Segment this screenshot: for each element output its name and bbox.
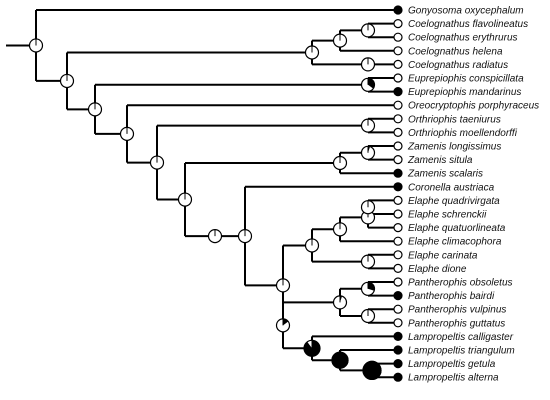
tip-marker: [393, 277, 403, 287]
node-coel: [304, 45, 320, 60]
tip-marker: [393, 304, 403, 314]
tip-label: Coelognathus erythrurus: [408, 33, 518, 44]
tip-label: Elaphe quatuorlineata: [408, 223, 506, 234]
node-pan_b: [360, 308, 376, 324]
node-filled-fill: [331, 351, 349, 369]
tip-marker: [393, 223, 403, 233]
tip-marker: [393, 182, 403, 192]
node-coel_a: [332, 33, 348, 48]
tip-label: Coelognathus helena: [408, 46, 503, 57]
node-ela2: [360, 254, 376, 269]
node-filled-slice: [368, 146, 371, 153]
tip-label: Pantherophis vulpinus: [408, 305, 506, 316]
tip-label: Zamenis scalaris: [407, 169, 483, 180]
node-n2: [87, 102, 103, 117]
branches: [6, 9, 398, 379]
tip-label: Orthriophis moellendorffi: [408, 128, 518, 139]
tip-label: Pantherophis bairdi: [408, 291, 495, 302]
tip-label: Elaphe dione: [408, 264, 467, 275]
tip-marker: [393, 73, 403, 83]
tip-marker: [393, 46, 403, 56]
tip-label: Coelognathus radiatus: [408, 60, 508, 71]
node-n7: [237, 229, 253, 244]
tip-label: Lampropeltis getula: [408, 359, 496, 370]
tip-label: Coronella austriaca: [408, 182, 495, 193]
tip-marker: [393, 209, 403, 219]
node-zam_a: [360, 145, 376, 160]
tip-marker: [393, 318, 403, 328]
tip-marker: [393, 331, 403, 341]
node-filled-slice: [368, 78, 375, 89]
tip-label: Elaphe quadrivirgata: [408, 196, 500, 207]
node-filled-slice: [368, 282, 375, 291]
node-n4: [149, 155, 165, 170]
tip-label: Euprepiophis conspicillata: [408, 74, 524, 85]
tip-marker: [393, 291, 403, 301]
tip-label: Oreocryptophis porphyraceus: [408, 101, 539, 112]
tip-marker: [393, 32, 403, 42]
tip-marker: [393, 263, 403, 273]
node-eup: [360, 77, 376, 92]
node-n5: [177, 192, 193, 207]
tip-marker: [393, 59, 403, 70]
tip-marker: [393, 155, 403, 165]
tip-label: Lampropeltis triangulum: [408, 346, 515, 357]
node-root: [28, 38, 44, 53]
tip-label: Elaphe climacophora: [408, 237, 502, 248]
node-filled-slice: [283, 318, 289, 326]
node-pan: [332, 295, 348, 310]
tip-marker: [393, 114, 403, 124]
node-n3: [119, 126, 135, 141]
tip-marker: [393, 236, 403, 246]
tip-marker: [393, 19, 403, 29]
tip-marker: [393, 100, 403, 110]
node-ela1: [332, 222, 348, 237]
node-lam_a: [331, 351, 349, 369]
tip-label: Pantherophis guttatus: [408, 318, 505, 329]
node-pan_a: [360, 281, 376, 296]
node-n1: [59, 73, 75, 89]
tip-label: Lampropeltis alterna: [408, 373, 499, 384]
tip-marker: [393, 127, 403, 137]
tip-marker: [393, 372, 403, 382]
tip-marker: [393, 86, 403, 97]
node-lam: [303, 339, 321, 357]
node-coel_c: [360, 57, 376, 72]
tip-marker: [393, 195, 403, 205]
node-filled-fill: [362, 360, 382, 380]
tip-marker: [393, 345, 403, 355]
tip-label: Elaphe schrenckii: [408, 210, 487, 221]
node-coel_b: [360, 23, 376, 38]
tip-label: Euprepiophis mandarinus: [408, 87, 521, 98]
node-n6: [207, 229, 223, 244]
tip-marker: [393, 359, 403, 369]
node-orth: [360, 118, 376, 133]
tip-label: Pantherophis obsoletus: [408, 278, 513, 289]
tip-label: Gonyosoma oxycephalum: [408, 6, 524, 17]
node-n8: [275, 278, 291, 293]
tip-label: Zamenis longissimus: [407, 142, 501, 153]
node-lam_b: [362, 360, 382, 380]
node-ela: [304, 238, 320, 253]
tip-label: Coelognathus flavolineatus: [408, 19, 528, 30]
tip-marker: [393, 5, 403, 15]
tip-label: Elaphe carinata: [408, 250, 478, 261]
tip-marker: [393, 141, 403, 151]
node-ela1b: [360, 200, 376, 215]
tip-label: Lampropeltis calligaster: [408, 332, 514, 343]
node-n9: [275, 318, 291, 333]
tip-label: Zamenis situla: [407, 155, 473, 166]
node-filled-slice: [340, 295, 343, 303]
tip-label: Orthriophis taeniurus: [408, 114, 501, 125]
node-zam: [332, 155, 348, 171]
tip-marker: [393, 168, 403, 178]
tip-marker: [393, 250, 403, 260]
ancestral-state-nodes: [28, 23, 382, 380]
